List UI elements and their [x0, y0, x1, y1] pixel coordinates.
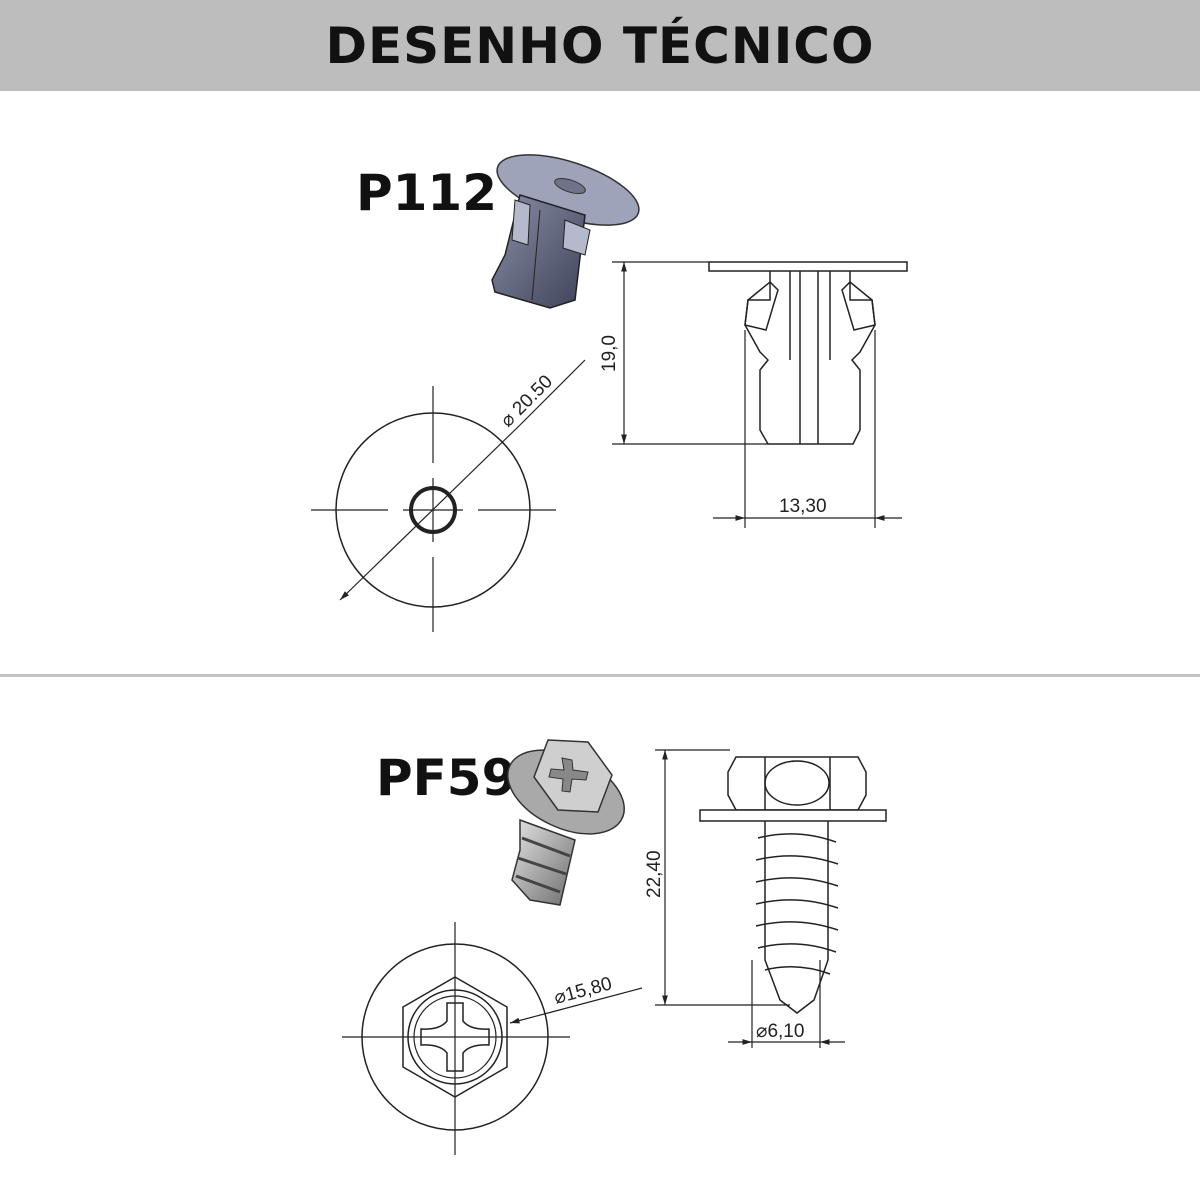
part-code-p112: P112	[356, 164, 498, 222]
section-divider	[0, 674, 1200, 677]
p112-diameter-label: ⌀ 20.50	[497, 371, 557, 431]
header-bar: DESENHO TÉCNICO	[0, 0, 1200, 91]
p112-height-label: 19,0	[599, 335, 620, 372]
p112-top-view	[311, 359, 586, 632]
p112-side-view	[708, 261, 908, 445]
pf59-height-label: 22,40	[644, 850, 665, 898]
pf59-side-view	[699, 756, 887, 1014]
pf59-shaft-diameter-label: ⌀6,10	[756, 1021, 804, 1042]
p112-width-dimension	[713, 330, 902, 528]
p112-width-label: 13,30	[779, 496, 827, 517]
p112-render	[491, 154, 640, 309]
pf59-render	[507, 739, 625, 906]
part-code-pf59: PF59	[376, 749, 517, 807]
pf59-height-dimension	[655, 749, 790, 1006]
pf59-top-view	[342, 922, 643, 1155]
pf59-shaft-diameter-dimension	[728, 960, 845, 1048]
page-title: DESENHO TÉCNICO	[325, 16, 875, 75]
p112-height-dimension	[612, 261, 768, 445]
